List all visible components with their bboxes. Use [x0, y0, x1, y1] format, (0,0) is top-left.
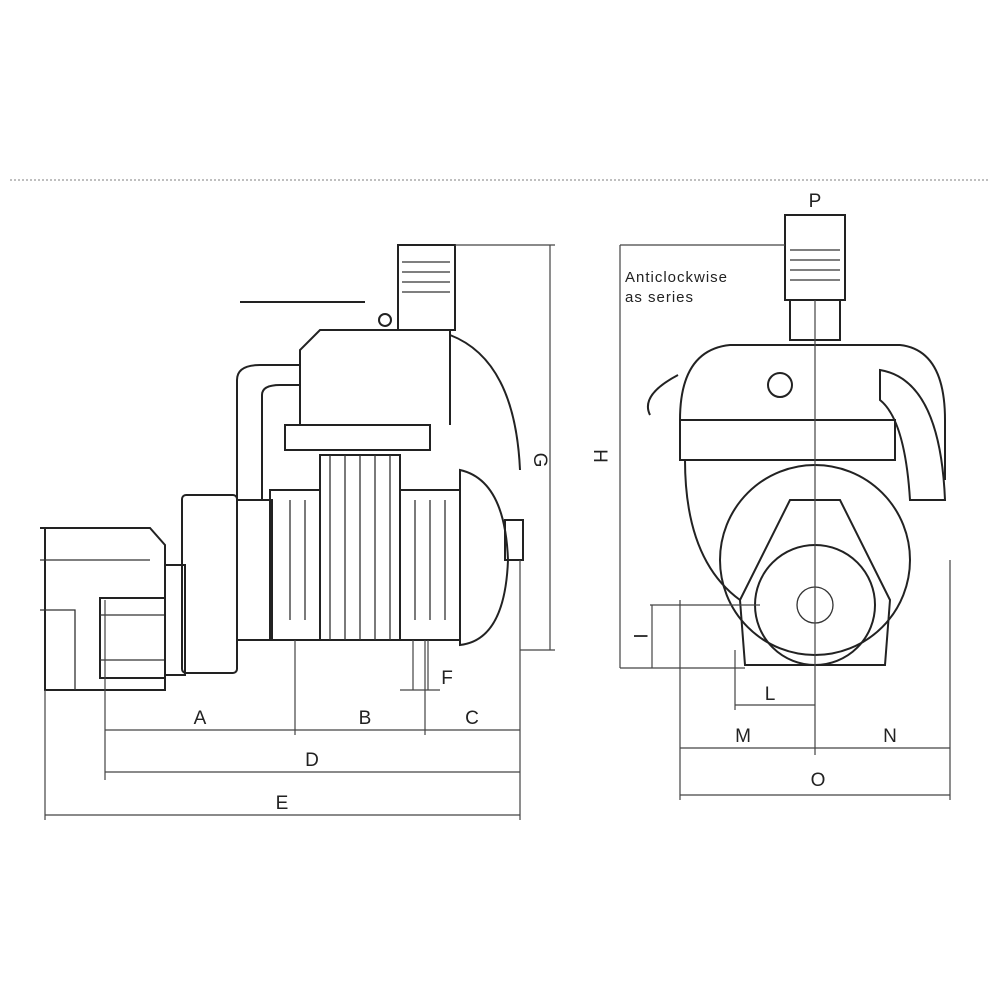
- coupling-housing: [40, 527, 166, 691]
- coupling-detail: [40, 559, 150, 690]
- silencer-front: [784, 214, 846, 301]
- manifold-front: [679, 419, 896, 461]
- label-i: I: [629, 633, 650, 638]
- gearbox: [181, 494, 238, 674]
- body-outline: [684, 459, 741, 601]
- flange: [164, 564, 186, 676]
- label-p: P: [809, 191, 822, 212]
- valve-knob: [378, 313, 392, 327]
- label-g: G: [529, 453, 550, 468]
- adapter: [236, 499, 273, 641]
- label-l: L: [765, 684, 776, 705]
- drive-shaft: [99, 597, 166, 679]
- manifold: [284, 424, 431, 451]
- bearing-housing: [738, 499, 892, 666]
- inlet-pipe: [236, 364, 300, 500]
- front-view: Anticlockwise as series: [625, 214, 947, 666]
- side-dimensions: A B C D E F G: [44, 244, 555, 820]
- rear-cap: [504, 519, 524, 561]
- rear-cover: [459, 468, 510, 647]
- label-e: E: [276, 793, 289, 814]
- label-h: H: [589, 449, 610, 463]
- outlet-pipe-front: [879, 368, 947, 501]
- label-c: C: [465, 708, 479, 729]
- label-a: A: [194, 708, 207, 729]
- port: [767, 372, 793, 398]
- valve-housing: [299, 329, 451, 425]
- label-d: D: [305, 750, 319, 771]
- cooling-fins: [289, 455, 446, 640]
- label-f: F: [441, 668, 453, 689]
- outlet-pipe: [449, 334, 521, 471]
- silencer-fins-front: [790, 249, 840, 281]
- end-cover-left: [269, 489, 321, 641]
- label-b: B: [359, 708, 372, 729]
- rotation-note-line2: as series: [625, 289, 694, 306]
- front-dimensions: P H I L M N O: [589, 191, 951, 800]
- silencer: [397, 244, 456, 331]
- silencer-fins: [402, 261, 450, 293]
- label-m: M: [735, 726, 751, 747]
- rotation-arrow: [647, 374, 679, 416]
- side-view: [40, 244, 524, 691]
- label-o: O: [811, 770, 826, 791]
- label-n: N: [883, 726, 897, 747]
- top-housing: [679, 344, 946, 480]
- rotation-note-line1: Anticlockwise: [625, 269, 728, 286]
